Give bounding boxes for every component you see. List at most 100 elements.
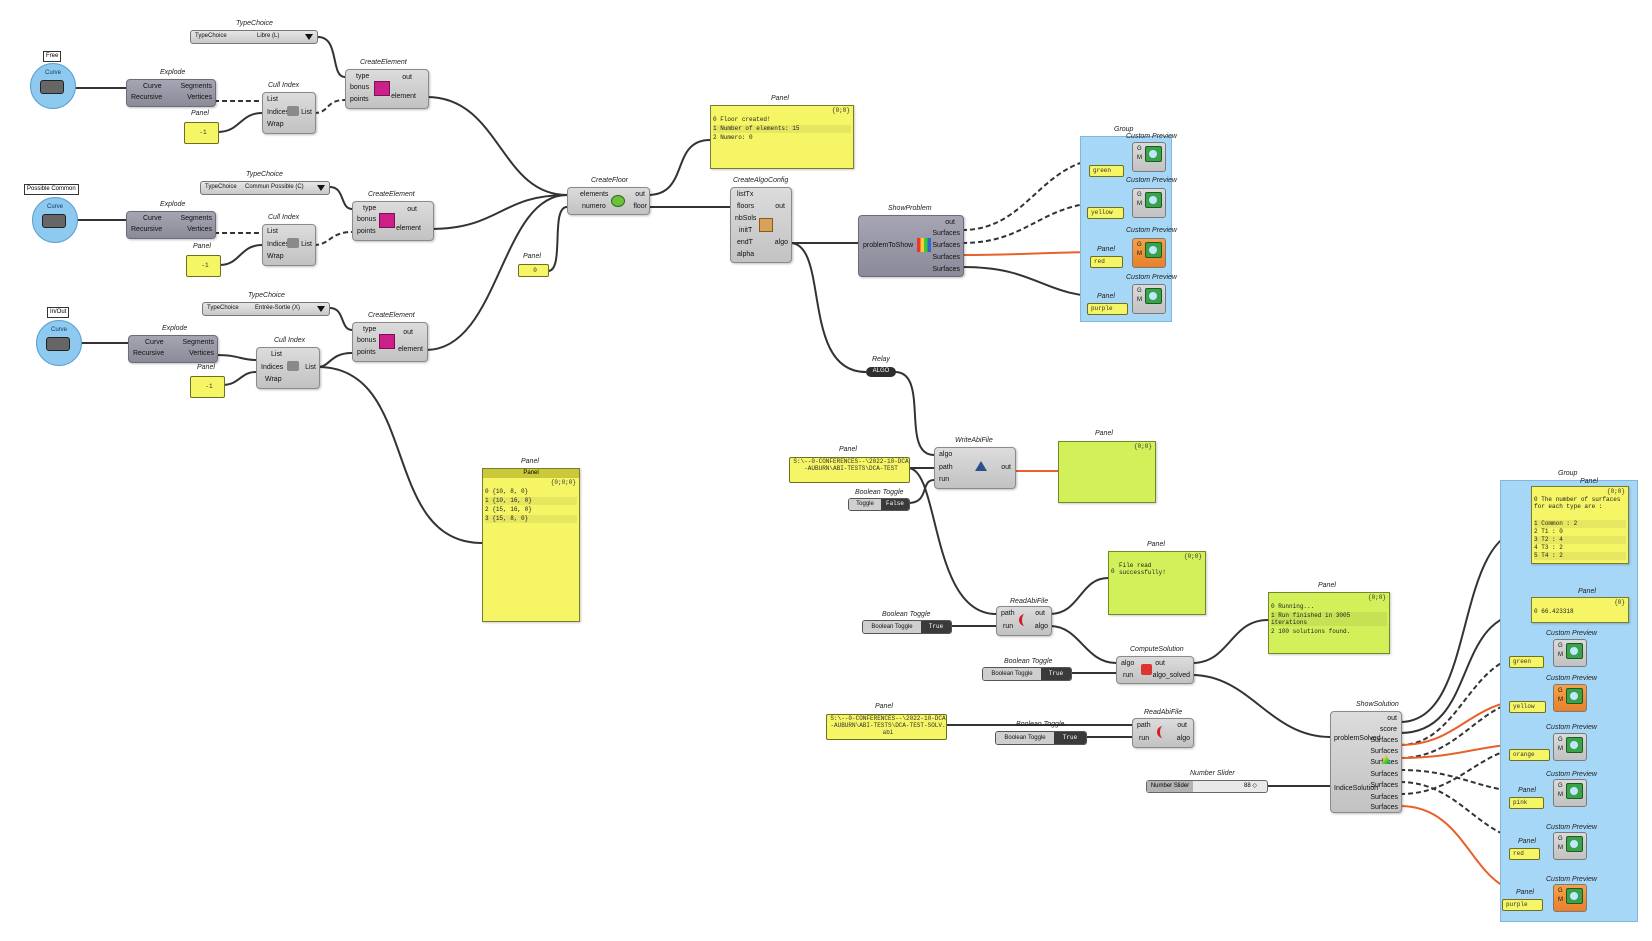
- panel-title: Panel: [1516, 889, 1534, 896]
- createelement-component[interactable]: type bonus points out element: [345, 69, 429, 109]
- typechoice-dropdown[interactable]: TypeChoice Commun Possible (C): [200, 181, 330, 195]
- panel-compute-output[interactable]: {0;0} 0 Running... 1 Run finished in 300…: [1268, 592, 1390, 654]
- toggle-value[interactable]: True: [1041, 668, 1071, 680]
- panel-row: 0 The number of surfaces for each type a…: [1534, 496, 1621, 510]
- panel-color-red[interactable]: red: [1509, 848, 1540, 860]
- panel-path: {0;0}: [1367, 594, 1386, 601]
- typechoice-value: Entrée-Sortie (X): [255, 305, 301, 311]
- wire: [1191, 619, 1269, 664]
- panel-color-green[interactable]: green: [1089, 165, 1124, 177]
- createelement-component[interactable]: type bonus points out element: [352, 201, 434, 241]
- pin-out: out: [1387, 715, 1397, 722]
- panel-color-yellow[interactable]: yellow: [1509, 701, 1546, 713]
- pin-points: points: [357, 228, 376, 235]
- chevron-down-icon[interactable]: [317, 306, 325, 312]
- panel-color-yellow[interactable]: yellow: [1087, 207, 1124, 219]
- typechoice-dropdown[interactable]: TypeChoice Entrée-Sortie (X): [202, 302, 330, 316]
- toggle-label: Boolean Toggle: [996, 732, 1054, 744]
- pin-element: element: [396, 225, 421, 232]
- pin-type: type: [363, 326, 377, 333]
- typechoice-dropdown[interactable]: TypeChoice Libre (L): [190, 30, 318, 44]
- typechoice-value: Libre (L): [257, 33, 280, 39]
- createfloor-component[interactable]: elements numero out floor: [567, 187, 650, 215]
- panel-minus-one[interactable]: -1: [190, 376, 225, 398]
- boolean-toggle[interactable]: Boolean Toggle True: [982, 667, 1072, 681]
- readabifile-component[interactable]: path run out algo: [996, 606, 1052, 636]
- pin-out: out: [1001, 464, 1011, 471]
- panel-floor-info[interactable]: {0;0} 0 Floor created! 1 Number of eleme…: [710, 105, 854, 169]
- typechoice-label: TypeChoice: [195, 33, 227, 39]
- createelement-component[interactable]: type bonus points out element: [352, 322, 428, 362]
- typechoice-title: TypeChoice: [248, 292, 285, 299]
- curve-label: Curve: [44, 70, 61, 76]
- wire: [1191, 674, 1331, 738]
- panel-score[interactable]: {0} 0 66.423318: [1531, 597, 1629, 623]
- cullindex-component[interactable]: List Indices Wrap List: [256, 347, 320, 389]
- curve-param-inout[interactable]: Curve: [36, 320, 82, 366]
- createalgo-component[interactable]: listTx floors nbSols initT endT alpha ou…: [730, 187, 792, 263]
- pin-vertices: Vertices: [187, 226, 212, 233]
- showsolution-component[interactable]: problemSolved IndiceSolution out score S…: [1330, 711, 1402, 813]
- panel-color-purple[interactable]: purple: [1502, 899, 1543, 911]
- relay-node[interactable]: ALGO: [866, 367, 896, 377]
- toggle-value[interactable]: True: [921, 621, 951, 633]
- pin-algo: algo: [1121, 660, 1135, 667]
- panel-path-write[interactable]: S:\--0-CONFERENCES--\2022-10-DCA-AUBURN\…: [789, 457, 910, 483]
- wire: [221, 371, 257, 386]
- explode-component[interactable]: Curve Recursive Segments Vertices: [128, 335, 218, 363]
- toggle-value[interactable]: True: [1054, 732, 1086, 744]
- slider-value[interactable]: 88 ◇: [1244, 783, 1257, 789]
- writeabifile-component[interactable]: algo path run out: [934, 447, 1016, 489]
- panel-points[interactable]: Panel {0;0;0} 0 {10, 8, 0} 1 {10, 16, 0}…: [482, 468, 580, 622]
- boolean-toggle[interactable]: Toggle False: [848, 498, 910, 511]
- toggle-value[interactable]: False: [881, 499, 909, 510]
- readabifile-component[interactable]: path run out algo: [1132, 718, 1194, 748]
- panel-color-orange[interactable]: orange: [1509, 749, 1550, 761]
- showproblem-component[interactable]: problemToShow out Surfaces Surfaces Surf…: [858, 215, 964, 277]
- toggle-title: Boolean Toggle: [1004, 658, 1053, 665]
- number-slider[interactable]: Number Slider 88 ◇: [1146, 780, 1268, 793]
- panel-minus-one[interactable]: -1: [184, 122, 219, 144]
- computesolution-component[interactable]: algo run out algo_solved: [1116, 656, 1194, 684]
- explode-component[interactable]: Curve Recursive Segments Vertices: [126, 79, 216, 107]
- panel-minus-one[interactable]: -1: [186, 255, 221, 277]
- curve-param-free[interactable]: Curve: [30, 63, 76, 109]
- boolean-toggle[interactable]: Boolean Toggle True: [862, 620, 952, 634]
- explode-component[interactable]: Curve Recursive Segments Vertices: [126, 211, 216, 239]
- curve-param-common[interactable]: Curve: [32, 197, 78, 243]
- boolean-toggle[interactable]: Boolean Toggle True: [995, 731, 1087, 745]
- floor-icon: [611, 195, 625, 207]
- panel-color-pink[interactable]: pink: [1509, 797, 1544, 809]
- cullindex-component[interactable]: List Indices Wrap List: [262, 92, 316, 134]
- panel-surface-count[interactable]: {0;0} 0 The number of surfaces for each …: [1531, 486, 1629, 564]
- panel-row: 2 {15, 16, 0}: [485, 506, 532, 513]
- chevron-down-icon[interactable]: [317, 185, 325, 191]
- panel-color-green[interactable]: green: [1509, 656, 1544, 668]
- pin-floor: floor: [633, 203, 647, 210]
- panel-row: 2 Numero: 0: [713, 134, 753, 141]
- panel-write-output[interactable]: {0;0}: [1058, 441, 1156, 503]
- cullindex-component[interactable]: List Indices Wrap List: [262, 224, 316, 266]
- pin-algo-solved: algo_solved: [1152, 672, 1190, 679]
- panel-row: 0 {10, 8, 0}: [485, 488, 529, 495]
- panel-zero[interactable]: 0: [518, 264, 549, 277]
- toggle-label: Toggle: [849, 499, 881, 510]
- panel-path-read[interactable]: S:\--0-CONFERENCES--\2022-10-DCA-AUBURN\…: [826, 714, 947, 740]
- panel-color-red[interactable]: red: [1090, 256, 1123, 268]
- pin-listtx: listTx: [737, 191, 754, 198]
- panel-row: 3 {15, 8, 0}: [485, 515, 577, 523]
- panel-read-output[interactable]: {0;0} 0 File read successfully!: [1108, 551, 1206, 615]
- chevron-down-icon[interactable]: [305, 34, 313, 40]
- panel-color-purple[interactable]: purple: [1087, 303, 1128, 315]
